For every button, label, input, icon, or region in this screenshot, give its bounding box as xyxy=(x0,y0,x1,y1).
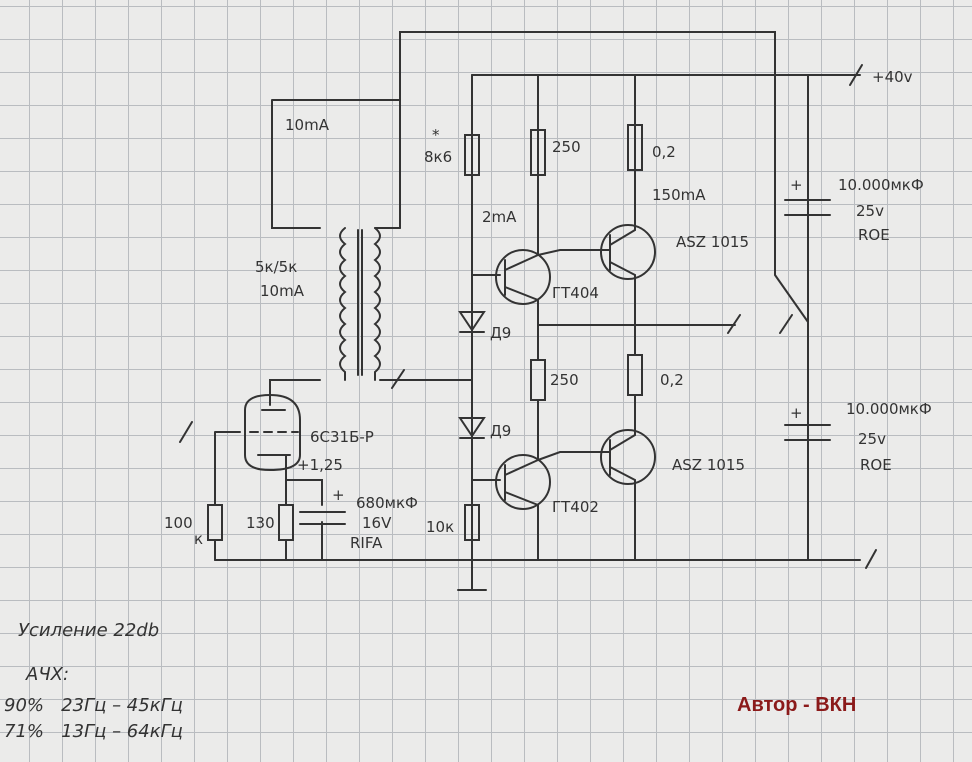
transistor-label: ГТ404 xyxy=(552,284,599,302)
plus-mark: + xyxy=(790,404,803,422)
transistor-label: ГТ402 xyxy=(552,498,599,516)
cap-label: RIFA xyxy=(350,534,383,552)
cap-label: 25v xyxy=(856,202,884,220)
afc-row: 90% 23Гц – 45кГц xyxy=(4,695,183,716)
resistor-label: 0,2 xyxy=(660,371,684,389)
tube-label: 6С31Б-Р xyxy=(310,428,374,446)
resistor-label: 130 xyxy=(246,514,275,532)
plus-mark: + xyxy=(332,486,345,504)
cap-label: ROE xyxy=(860,456,892,474)
resistors xyxy=(207,124,643,541)
resistor-label: 100 xyxy=(164,514,193,532)
star-mark: * xyxy=(432,126,440,144)
diode-label: Д9 xyxy=(490,422,511,440)
cap-label: ROE xyxy=(858,226,890,244)
afc-heading: АЧХ: xyxy=(25,664,69,685)
transistors xyxy=(495,224,656,510)
transformer-label: 5к/5к xyxy=(255,258,297,276)
cap-label: 10.000мкФ xyxy=(846,400,932,418)
capacitors xyxy=(299,199,831,525)
cap-label: 680мкФ xyxy=(356,494,418,512)
diode-label: Д9 xyxy=(490,324,511,342)
resistor-label: 0,2 xyxy=(652,143,676,161)
cap-label: 10.000мкФ xyxy=(838,176,924,194)
resistor-unit: к xyxy=(194,530,203,548)
transformer-label: 10mA xyxy=(260,282,305,300)
author-credit: Автор - ВКН xyxy=(737,694,857,716)
resistor-label: 10к xyxy=(426,518,454,536)
afc-row: 71% 13Гц – 64кГц xyxy=(4,721,183,742)
cap-label: 25v xyxy=(858,430,886,448)
transistor-label: ASZ 1015 xyxy=(672,456,745,474)
current-label: 2mA xyxy=(482,208,517,226)
cap-label: 16V xyxy=(362,514,392,532)
current-label: 10mA xyxy=(285,116,330,134)
gain-note: Усиление 22db xyxy=(18,620,159,641)
diodes xyxy=(458,311,486,439)
bias-resistor-label: 8к6 xyxy=(424,148,452,166)
resistor-label: 250 xyxy=(552,138,581,156)
cathode-voltage: +1,25 xyxy=(297,456,343,474)
tube xyxy=(244,393,301,472)
transistor-label: ASZ 1015 xyxy=(676,233,749,251)
current-label: 150mA xyxy=(652,186,706,204)
transformer xyxy=(339,227,401,381)
labels: +40v 10mA * 8к6 2mA 250 0,2 150mA ASZ 10… xyxy=(4,68,932,742)
resistor-label: 250 xyxy=(550,371,579,389)
supply-label: +40v xyxy=(872,68,913,86)
plus-mark: + xyxy=(790,176,803,194)
